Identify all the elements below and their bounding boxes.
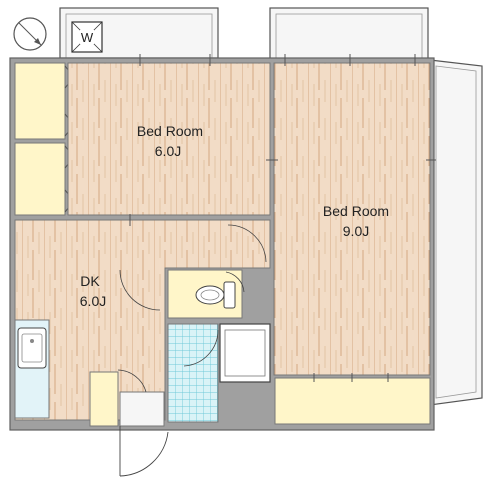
dk-name: DK xyxy=(80,273,100,289)
door-swing-icon xyxy=(227,224,267,263)
balcony-top-right xyxy=(269,7,429,61)
toilet-icon xyxy=(195,281,236,309)
door-swing-icon xyxy=(119,269,161,311)
door-swing-icon xyxy=(225,271,245,293)
balcony-right xyxy=(429,59,483,406)
closet-bedroom-2-ticks xyxy=(313,373,389,382)
door-swing-icon xyxy=(183,329,219,367)
bathtub-icon xyxy=(219,323,271,383)
dk-size: 6.0J xyxy=(80,293,106,309)
door-swing-icon xyxy=(117,369,147,393)
bedroom-1-size: 6.0J xyxy=(155,143,181,159)
dk-floor xyxy=(14,219,271,421)
closet-lower xyxy=(14,142,66,216)
sink-icon xyxy=(17,327,47,369)
bedroom-2-name: Bed Room xyxy=(323,203,389,219)
bath-tile-floor xyxy=(167,323,219,423)
closet-bedroom-2 xyxy=(274,377,431,425)
bedroom-1-name: Bed Room xyxy=(137,123,203,139)
window-marks xyxy=(129,54,436,226)
bedroom-2-floor xyxy=(273,62,431,376)
washer-label: W xyxy=(81,30,94,45)
entrance-shoe-box xyxy=(89,371,119,427)
closet-upper xyxy=(14,62,66,140)
washer-icon: W xyxy=(71,21,103,53)
bedroom-1-floor xyxy=(67,62,271,216)
entrance-door-swing xyxy=(119,426,169,477)
bedroom-2-size: 9.0J xyxy=(343,223,369,239)
entrance-floor xyxy=(119,391,165,427)
compass-icon xyxy=(13,17,47,51)
